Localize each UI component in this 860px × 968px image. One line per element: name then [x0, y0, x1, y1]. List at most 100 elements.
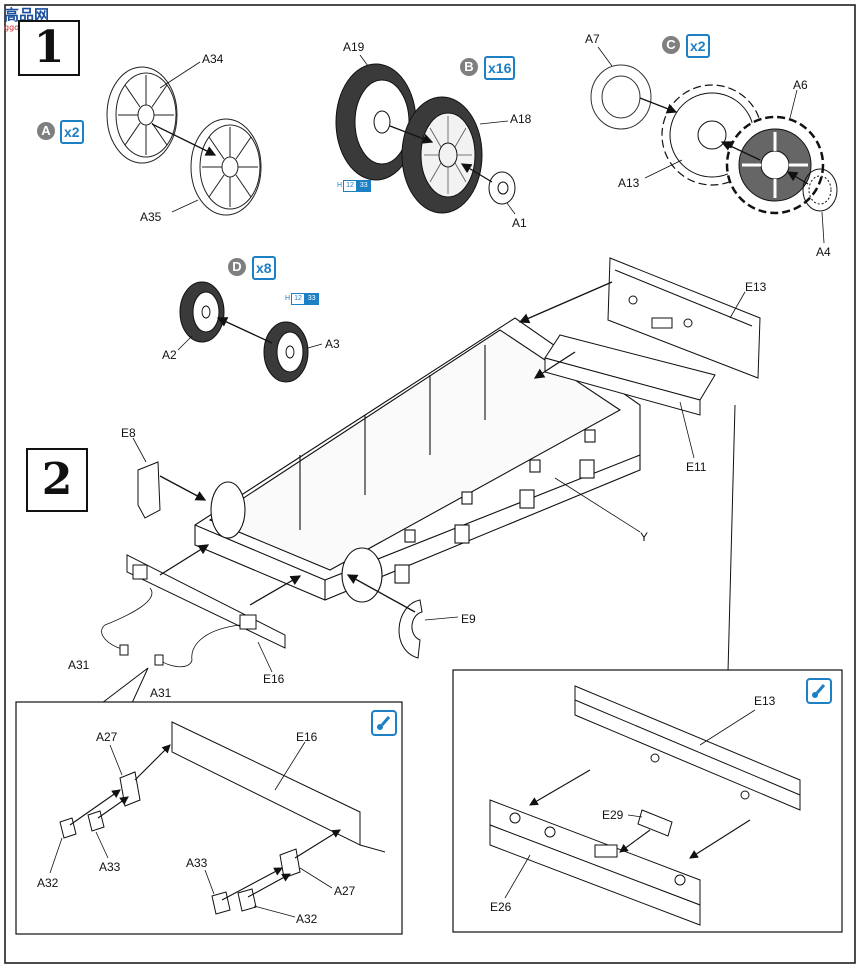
label-a35: A35	[140, 210, 162, 224]
leader-a18	[479, 120, 509, 125]
bracket-e9	[398, 599, 423, 659]
arrow-a4	[786, 171, 809, 185]
label-inset-e16: E16	[296, 730, 318, 744]
label-a19: A19	[343, 40, 365, 54]
inset-leaders-right	[504, 709, 756, 899]
label-inset-e29: E29	[602, 808, 624, 822]
leader-y	[554, 477, 641, 533]
qty-a: x2	[60, 120, 84, 144]
paint-code-b-n1: 12	[343, 180, 357, 192]
arrow-a7	[639, 97, 678, 114]
arrow-a3-a2	[216, 317, 273, 344]
leader-a19	[359, 54, 369, 67]
inset-part-e29	[637, 809, 673, 837]
leader-a4	[821, 211, 825, 244]
arrow-e9	[346, 574, 416, 613]
symbol-d: D	[228, 258, 246, 276]
inset-leaders-left	[49, 741, 333, 918]
leader-a3	[307, 343, 323, 349]
wheel-a3	[263, 321, 309, 383]
paint-code-d-prefix: H	[285, 295, 291, 302]
leader-a6	[789, 89, 798, 119]
wheel-a34	[106, 66, 178, 164]
arrow-e13	[518, 281, 613, 324]
wire-a31-left	[101, 587, 153, 651]
clip-a31-right	[154, 654, 164, 666]
arrow-a19-a18	[389, 125, 434, 144]
inset-plate-e13	[574, 685, 801, 811]
ring-a7	[590, 64, 652, 130]
label-inset-a32-left: A32	[37, 876, 59, 890]
label-a7: A7	[585, 32, 600, 46]
qty-d: x8	[252, 256, 276, 280]
ring-a4	[802, 168, 838, 212]
bracket-e8	[137, 461, 161, 519]
arrow-e16-a	[159, 544, 210, 576]
plate-e13	[607, 257, 761, 379]
plate-e16	[126, 554, 286, 649]
hubcap-a1	[488, 171, 516, 205]
label-inset-a27-right: A27	[334, 884, 356, 898]
label-a4: A4	[816, 245, 831, 259]
wire-a31-right	[159, 624, 241, 668]
qty-c: x2	[686, 34, 710, 58]
label-a18: A18	[510, 112, 532, 126]
wheel-a19	[335, 63, 417, 181]
wheel-a2	[179, 281, 225, 343]
leader-a13	[644, 159, 683, 179]
label-e11: E11	[686, 460, 707, 474]
inset-right-pointer	[727, 404, 760, 673]
arrow-a1-a18	[460, 163, 493, 183]
step-2-box: 2	[26, 448, 88, 512]
label-e13: E13	[745, 280, 767, 294]
plate-e11	[544, 334, 716, 416]
label-inset-a27-top: A27	[96, 730, 118, 744]
label-a31-left: A31	[68, 658, 90, 672]
step-1-box: 1	[18, 20, 80, 76]
arrow-a34-a35	[151, 123, 217, 156]
paint-code-d-n2: 33	[304, 293, 319, 305]
label-inset-e26: E26	[490, 900, 512, 914]
label-a6: A6	[793, 78, 808, 92]
inset-arrows-left	[69, 744, 341, 901]
label-e9: E9	[461, 612, 476, 626]
label-a13: A13	[618, 176, 640, 190]
label-a1: A1	[512, 216, 527, 230]
label-y: Y	[640, 530, 649, 544]
arrow-e11	[533, 351, 576, 379]
label-a31-right: A31	[150, 686, 172, 700]
inset-plate-e26	[489, 799, 701, 926]
leader-e16	[257, 641, 273, 673]
leader-a34	[159, 61, 201, 89]
clip-a31-left	[119, 644, 129, 656]
inset-left-pointer	[101, 667, 149, 704]
paint-code-b-n2: 33	[356, 180, 371, 192]
leader-e11	[679, 401, 695, 459]
label-a3: A3	[325, 337, 340, 351]
label-inset-a33-right: A33	[186, 856, 208, 870]
leader-a35	[171, 199, 199, 213]
inset-right-detail-icon	[806, 678, 832, 704]
leader-e9	[424, 616, 459, 621]
label-a34: A34	[202, 52, 224, 66]
inset-left-detail-icon	[371, 710, 397, 736]
leader-a1	[506, 202, 516, 215]
label-e16: E16	[263, 672, 285, 686]
qty-b: x16	[484, 56, 516, 80]
label-inset-e13: E13	[754, 694, 776, 708]
leader-a2	[177, 335, 193, 351]
paint-code-b-prefix: H	[337, 182, 343, 189]
inset-arrows-right	[529, 769, 751, 859]
arrow-e16-b	[249, 575, 302, 606]
arrow-a6	[720, 141, 761, 161]
leader-e13	[729, 291, 746, 319]
symbol-a: A	[37, 122, 55, 140]
label-e8: E8	[121, 426, 136, 440]
inset-plate-e16	[171, 721, 386, 853]
label-inset-a33-left: A33	[99, 860, 121, 874]
label-inset-a32-right: A32	[296, 912, 318, 926]
label-a2: A2	[162, 348, 177, 362]
